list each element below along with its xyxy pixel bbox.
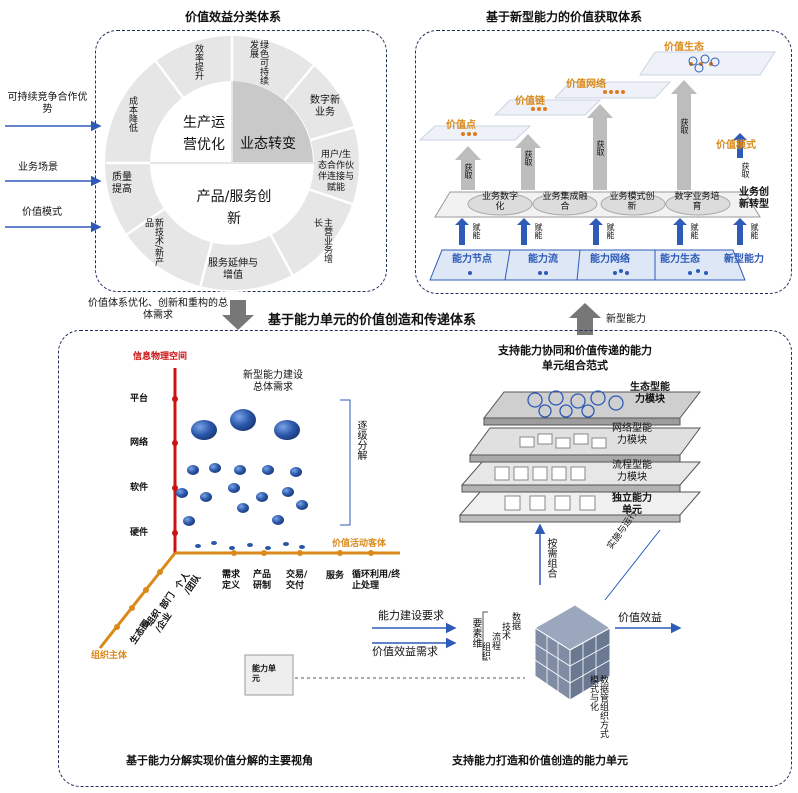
outer-quality: 质量提高 — [112, 172, 132, 195]
quadrant-product: 产品/服务创新 — [196, 189, 272, 227]
enable-1: 赋能 — [472, 223, 481, 239]
output-value-benefit: 价值效益 — [618, 611, 662, 624]
axis-organization: 组织主体 — [91, 651, 128, 661]
x-tick-demand: 需求定义 — [222, 570, 241, 591]
input-value-demand: 价值效益需求 — [372, 645, 438, 658]
business-item-1: 业务数字化 — [481, 192, 518, 212]
outer-user-eco: 用户/生态合作伙伴连接与赋能 — [318, 150, 355, 193]
value-acquisition-panel — [415, 30, 792, 294]
x-tick-rnd: 产品研制 — [253, 570, 272, 591]
quadrant-production: 生产运营优化 — [183, 115, 225, 153]
z-tick-hardware: 硬件 — [130, 528, 149, 538]
value-benefit-title: 价值效益分类体系 — [185, 10, 282, 24]
cap-node: 能力节点 — [452, 254, 492, 265]
value-creation-panel — [58, 330, 792, 787]
overall-demand-note: 价值体系优化、创新和重构的总体需求 — [88, 298, 228, 321]
value-mode-label: 价值模式 — [716, 140, 756, 151]
outer-efficiency: 效率提升 — [193, 44, 203, 80]
cap-flow: 能力流 — [528, 254, 558, 265]
acquire-3: 获取 — [596, 140, 605, 156]
layer-value-network: 价值网络 — [566, 79, 606, 90]
unit-box-label: 能力单元 — [252, 664, 276, 683]
layer-value-chain: 价值链 — [515, 96, 545, 107]
business-item-2: 业务集成融合 — [542, 192, 588, 212]
outer-service-extension: 服务延伸与增值 — [208, 258, 258, 281]
acquire-2: 获取 — [524, 150, 533, 166]
stack-network-module: 网络型能力模块 — [612, 423, 652, 446]
element-dimension: 要素维 — [470, 618, 481, 648]
business-item-3: 业务模式创新 — [609, 192, 655, 212]
down-gray-arrow — [222, 300, 254, 330]
input-business-scene: 业务场景 — [18, 162, 58, 173]
stack-eco-module: 生态型能力模块 — [630, 382, 670, 405]
quadrant-business: 业态转变 — [240, 136, 296, 152]
connector-arrows — [222, 300, 601, 335]
value-acquisition-title: 基于新型能力的价值获取体系 — [486, 10, 643, 24]
element-tech: 技术 — [500, 622, 510, 640]
layer-value-eco: 价值生态 — [664, 42, 704, 53]
caption-capability-unit: 支持能力打造和价值创造的能力单元 — [452, 754, 628, 767]
outer-green: 绿色可持续发展 — [248, 40, 268, 85]
value-benefit-wheel — [5, 34, 361, 292]
new-capability-requirement: 新型能力建设总体需求 — [243, 370, 303, 393]
outer-digital-business: 数字新业务 — [310, 95, 340, 118]
enable-5: 赋能 — [750, 223, 759, 239]
cap-network: 能力网络 — [590, 254, 630, 265]
outer-cost: 成本降低 — [127, 96, 137, 132]
x-tick-recycle: 循环利用/终止处理 — [352, 570, 401, 591]
up-gray-arrow — [569, 303, 601, 335]
element-process: 流程 — [490, 632, 500, 650]
stack-process-module: 流程型能力模块 — [612, 460, 652, 483]
x-tick-trade: 交易/交付 — [286, 570, 308, 591]
input-capability-requirement: 能力建设要求 — [378, 609, 444, 622]
business-transform-label: 业务创新转型 — [739, 187, 769, 210]
cap-eco: 能力生态 — [660, 254, 700, 265]
enable-3: 赋能 — [606, 223, 615, 239]
acquire-4: 获取 — [680, 118, 689, 134]
element-data: 数据 — [510, 612, 520, 630]
enable-2: 赋能 — [534, 223, 543, 239]
enable-4: 赋能 — [690, 223, 699, 239]
outer-new-tech: 新技术/新产品 — [143, 218, 163, 267]
stack-title: 支持能力协同和价值传递的能力单元组合范式 — [498, 344, 652, 372]
acquire-5: 获取 — [741, 162, 750, 178]
outer-main-growth: 主营业务增长 — [312, 218, 332, 263]
z-tick-platform: 平台 — [130, 394, 149, 404]
element-org: 组织 — [480, 642, 490, 660]
x-tick-service: 服务 — [326, 571, 345, 581]
caption-decomposition: 基于能力分解实现价值分解的主要视角 — [126, 754, 313, 767]
value-acquisition-diagram — [418, 51, 776, 281]
business-item-4: 数字业务培育 — [674, 192, 720, 212]
bottom-dimension: 数据管组织方式模式与化 — [588, 675, 608, 738]
new-capability-note: 新型能力 — [606, 314, 646, 325]
z-tick-software: 软件 — [130, 483, 149, 493]
decompose-label: 逐级分解 — [355, 420, 366, 460]
new-capability-label: 新型能力 — [724, 254, 764, 265]
layer-value-point: 价值点 — [446, 120, 476, 131]
input-competitive-advantage: 可持续竞争合作优势 — [7, 92, 88, 115]
middle-title: 基于能力单元的价值创造和传递体系 — [268, 313, 477, 328]
z-tick-network: 网络 — [130, 438, 149, 448]
stack-independent-unit: 独立能力单元 — [612, 493, 652, 516]
axis-value-activity: 价值活动客体 — [332, 539, 387, 549]
axis-cyber-physical: 信息物理空间 — [133, 352, 188, 362]
input-value-mode: 价值模式 — [22, 207, 62, 218]
on-demand-label: 按需组合 — [545, 538, 556, 578]
acquire-1: 获取 — [464, 163, 473, 179]
